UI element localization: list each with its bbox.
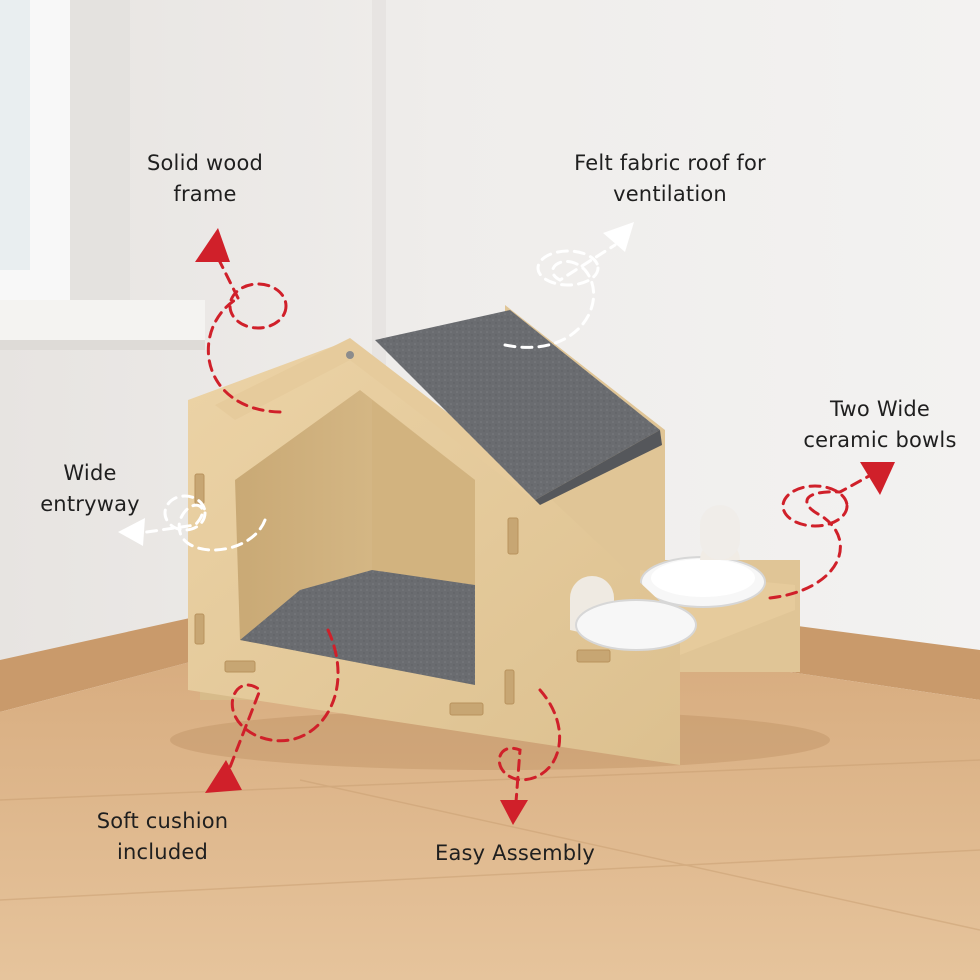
arrowhead-cushion	[205, 760, 242, 793]
label-line: entryway	[40, 492, 140, 516]
label-ceramic-bowls: Two Wide ceramic bowls	[790, 394, 970, 456]
label-line: frame	[173, 182, 237, 206]
arrowhead-entry	[118, 518, 145, 546]
label-felt-roof: Felt fabric roof for ventilation	[545, 148, 795, 210]
label-solid-wood-frame: Solid wood frame	[120, 148, 290, 210]
arrowhead-assembly	[500, 800, 528, 825]
label-line: Solid wood	[146, 151, 264, 175]
label-line: Felt fabric roof for	[574, 151, 766, 175]
label-wide-entryway: Wide entryway	[20, 458, 160, 520]
arrowhead-bowls	[860, 462, 895, 495]
label-soft-cushion: Soft cushion included	[70, 806, 255, 868]
label-line: ceramic bowls	[803, 428, 957, 452]
label-line: Easy Assembly	[435, 841, 595, 865]
label-line: Soft cushion	[96, 809, 229, 833]
ceramic-bowl-front	[575, 599, 697, 651]
arrowhead-felt	[603, 222, 634, 252]
felt-roof	[375, 310, 660, 500]
floor	[0, 662, 980, 980]
label-easy-assembly: Easy Assembly	[415, 838, 615, 869]
window	[0, 0, 205, 350]
baseboard-left	[0, 618, 190, 712]
arrowhead-wood	[195, 228, 230, 262]
label-line: ventilation	[613, 182, 727, 206]
soft-cushion	[240, 570, 475, 685]
arrow-wood-path	[206, 298, 282, 414]
label-line: included	[116, 840, 208, 864]
label-line: Wide	[63, 461, 117, 485]
label-line: Two Wide	[829, 397, 931, 421]
side-window	[700, 505, 740, 560]
baseboard-right	[790, 625, 980, 700]
